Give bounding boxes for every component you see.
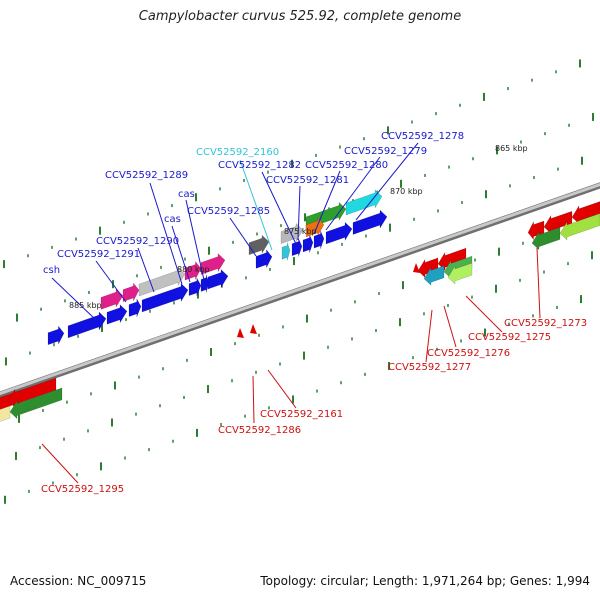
gene-label[interactable]: CCV52592_1277 bbox=[388, 362, 471, 373]
gene-label[interactable]: CCV52592_1280 bbox=[305, 160, 388, 171]
scale-label-870: 870 kbp bbox=[390, 187, 423, 196]
leader-line bbox=[267, 369, 297, 409]
forward-gene-labels: CCV52592_1278 CCV52592_1279 CCV52592_128… bbox=[43, 131, 464, 276]
gene-arrow bbox=[207, 268, 229, 290]
gene-arrow bbox=[0, 405, 11, 422]
leader-line bbox=[325, 156, 381, 231]
gene-arrow bbox=[559, 213, 600, 241]
gene-arrow bbox=[352, 209, 388, 235]
leader-line bbox=[355, 142, 419, 221]
gene-arrow bbox=[325, 221, 353, 245]
gene-label[interactable]: CCV52592_1273 bbox=[504, 318, 587, 329]
gene-label[interactable]: CCV52592_1286 bbox=[218, 425, 301, 436]
gene-label[interactable]: CCV52592_1276 bbox=[427, 348, 510, 359]
leader-line bbox=[185, 199, 205, 281]
scale-labels: 865 kbp 870 kbp 875 kbp 880 kbp 885 kbp bbox=[69, 144, 528, 310]
leader-line bbox=[137, 247, 155, 293]
gene-label[interactable]: CCV52592_2161 bbox=[260, 409, 343, 420]
leader-line bbox=[171, 225, 191, 283]
gene-arrow bbox=[302, 234, 314, 253]
gene-arrow bbox=[527, 220, 545, 241]
gene-arrow bbox=[47, 325, 65, 346]
gene-arrow bbox=[447, 262, 473, 285]
gene-arrow bbox=[9, 387, 63, 420]
gene-arrow bbox=[543, 210, 573, 235]
leader-line bbox=[465, 295, 503, 333]
gene-label[interactable]: CCV52592_1290 bbox=[96, 236, 179, 247]
leader-line bbox=[41, 443, 79, 484]
scale-label-875: 875 kbp bbox=[284, 227, 317, 236]
gene-arrow bbox=[100, 288, 124, 310]
gene-label[interactable]: CCV52592_1285 bbox=[187, 206, 270, 217]
tick-marks bbox=[3, 59, 596, 504]
accession-text: Accession: NC_009715 bbox=[10, 574, 147, 588]
leader-line bbox=[443, 305, 457, 348]
scale-label-880: 880 kbp bbox=[177, 265, 210, 274]
gene-arrow bbox=[413, 263, 420, 273]
label-leader-lines bbox=[41, 142, 541, 484]
gene-arrow bbox=[255, 248, 273, 269]
gene-label[interactable]: cas bbox=[164, 214, 181, 225]
gene-arrow bbox=[188, 276, 202, 297]
leader-line bbox=[149, 182, 183, 285]
genome-backbone bbox=[0, 182, 600, 398]
gene-label[interactable]: CCV52592_2160 bbox=[196, 147, 279, 158]
gene-arrow bbox=[313, 230, 325, 249]
gene-arrow bbox=[423, 265, 445, 286]
gene-arrow bbox=[200, 274, 210, 293]
rna-gene-labels: CCV52592_2160 bbox=[196, 147, 279, 158]
leader-line bbox=[51, 277, 97, 321]
gene-label[interactable]: CCV52592_1281 bbox=[266, 175, 349, 186]
gene-arrow bbox=[248, 234, 270, 256]
leader-line bbox=[297, 185, 301, 241]
genome-summary-text: Topology: circular; Length: 1,971,264 bp… bbox=[260, 574, 590, 588]
gene-arrow bbox=[280, 222, 304, 244]
leader-line bbox=[261, 171, 297, 245]
gene-arrow bbox=[7, 377, 57, 408]
gene-features bbox=[0, 189, 600, 422]
gene-arrow bbox=[291, 238, 303, 257]
leader-line bbox=[252, 375, 255, 424]
scale-label-885: 885 kbp bbox=[69, 301, 102, 310]
gene-label[interactable]: csh bbox=[43, 265, 60, 276]
scale-label-865: 865 kbp bbox=[495, 144, 528, 153]
gene-arrow bbox=[345, 189, 383, 216]
gene-label[interactable]: CCV52592_1291 bbox=[57, 249, 140, 260]
leader-line bbox=[313, 170, 341, 235]
gene-label[interactable]: CCV52592_1275 bbox=[468, 332, 551, 343]
gene-label[interactable]: CCV52592_1282 bbox=[218, 160, 301, 171]
leader-line bbox=[95, 260, 127, 303]
leader-line bbox=[536, 247, 541, 319]
gene-label[interactable]: cas bbox=[178, 189, 195, 200]
gene-arrow bbox=[250, 324, 257, 334]
gene-label[interactable]: CCV52592_1279 bbox=[344, 146, 427, 157]
gene-arrow bbox=[531, 227, 561, 251]
gene-label[interactable]: CCV52592_1278 bbox=[381, 131, 464, 142]
gene-arrow bbox=[67, 311, 107, 339]
map-title: Campylobacter curvus 525.92, complete ge… bbox=[138, 9, 462, 24]
gene-label[interactable]: CCV52592_1295 bbox=[41, 484, 124, 495]
gene-arrow bbox=[184, 260, 202, 281]
gene-arrow bbox=[305, 217, 325, 238]
reverse-gene-labels: CCV52592_1273 CCV52592_1275 CCV52592_127… bbox=[41, 318, 587, 495]
gene-arrow bbox=[128, 297, 142, 317]
gene-arrow bbox=[200, 252, 226, 275]
gene-arrow bbox=[281, 242, 291, 261]
gene-arrow bbox=[237, 328, 244, 338]
gene-arrow bbox=[106, 304, 128, 325]
leader-line bbox=[239, 159, 273, 251]
gene-label[interactable]: CCV52592_1289 bbox=[105, 170, 188, 181]
leader-line bbox=[229, 217, 257, 257]
leader-line bbox=[425, 309, 433, 363]
gene-arrow bbox=[141, 282, 189, 313]
